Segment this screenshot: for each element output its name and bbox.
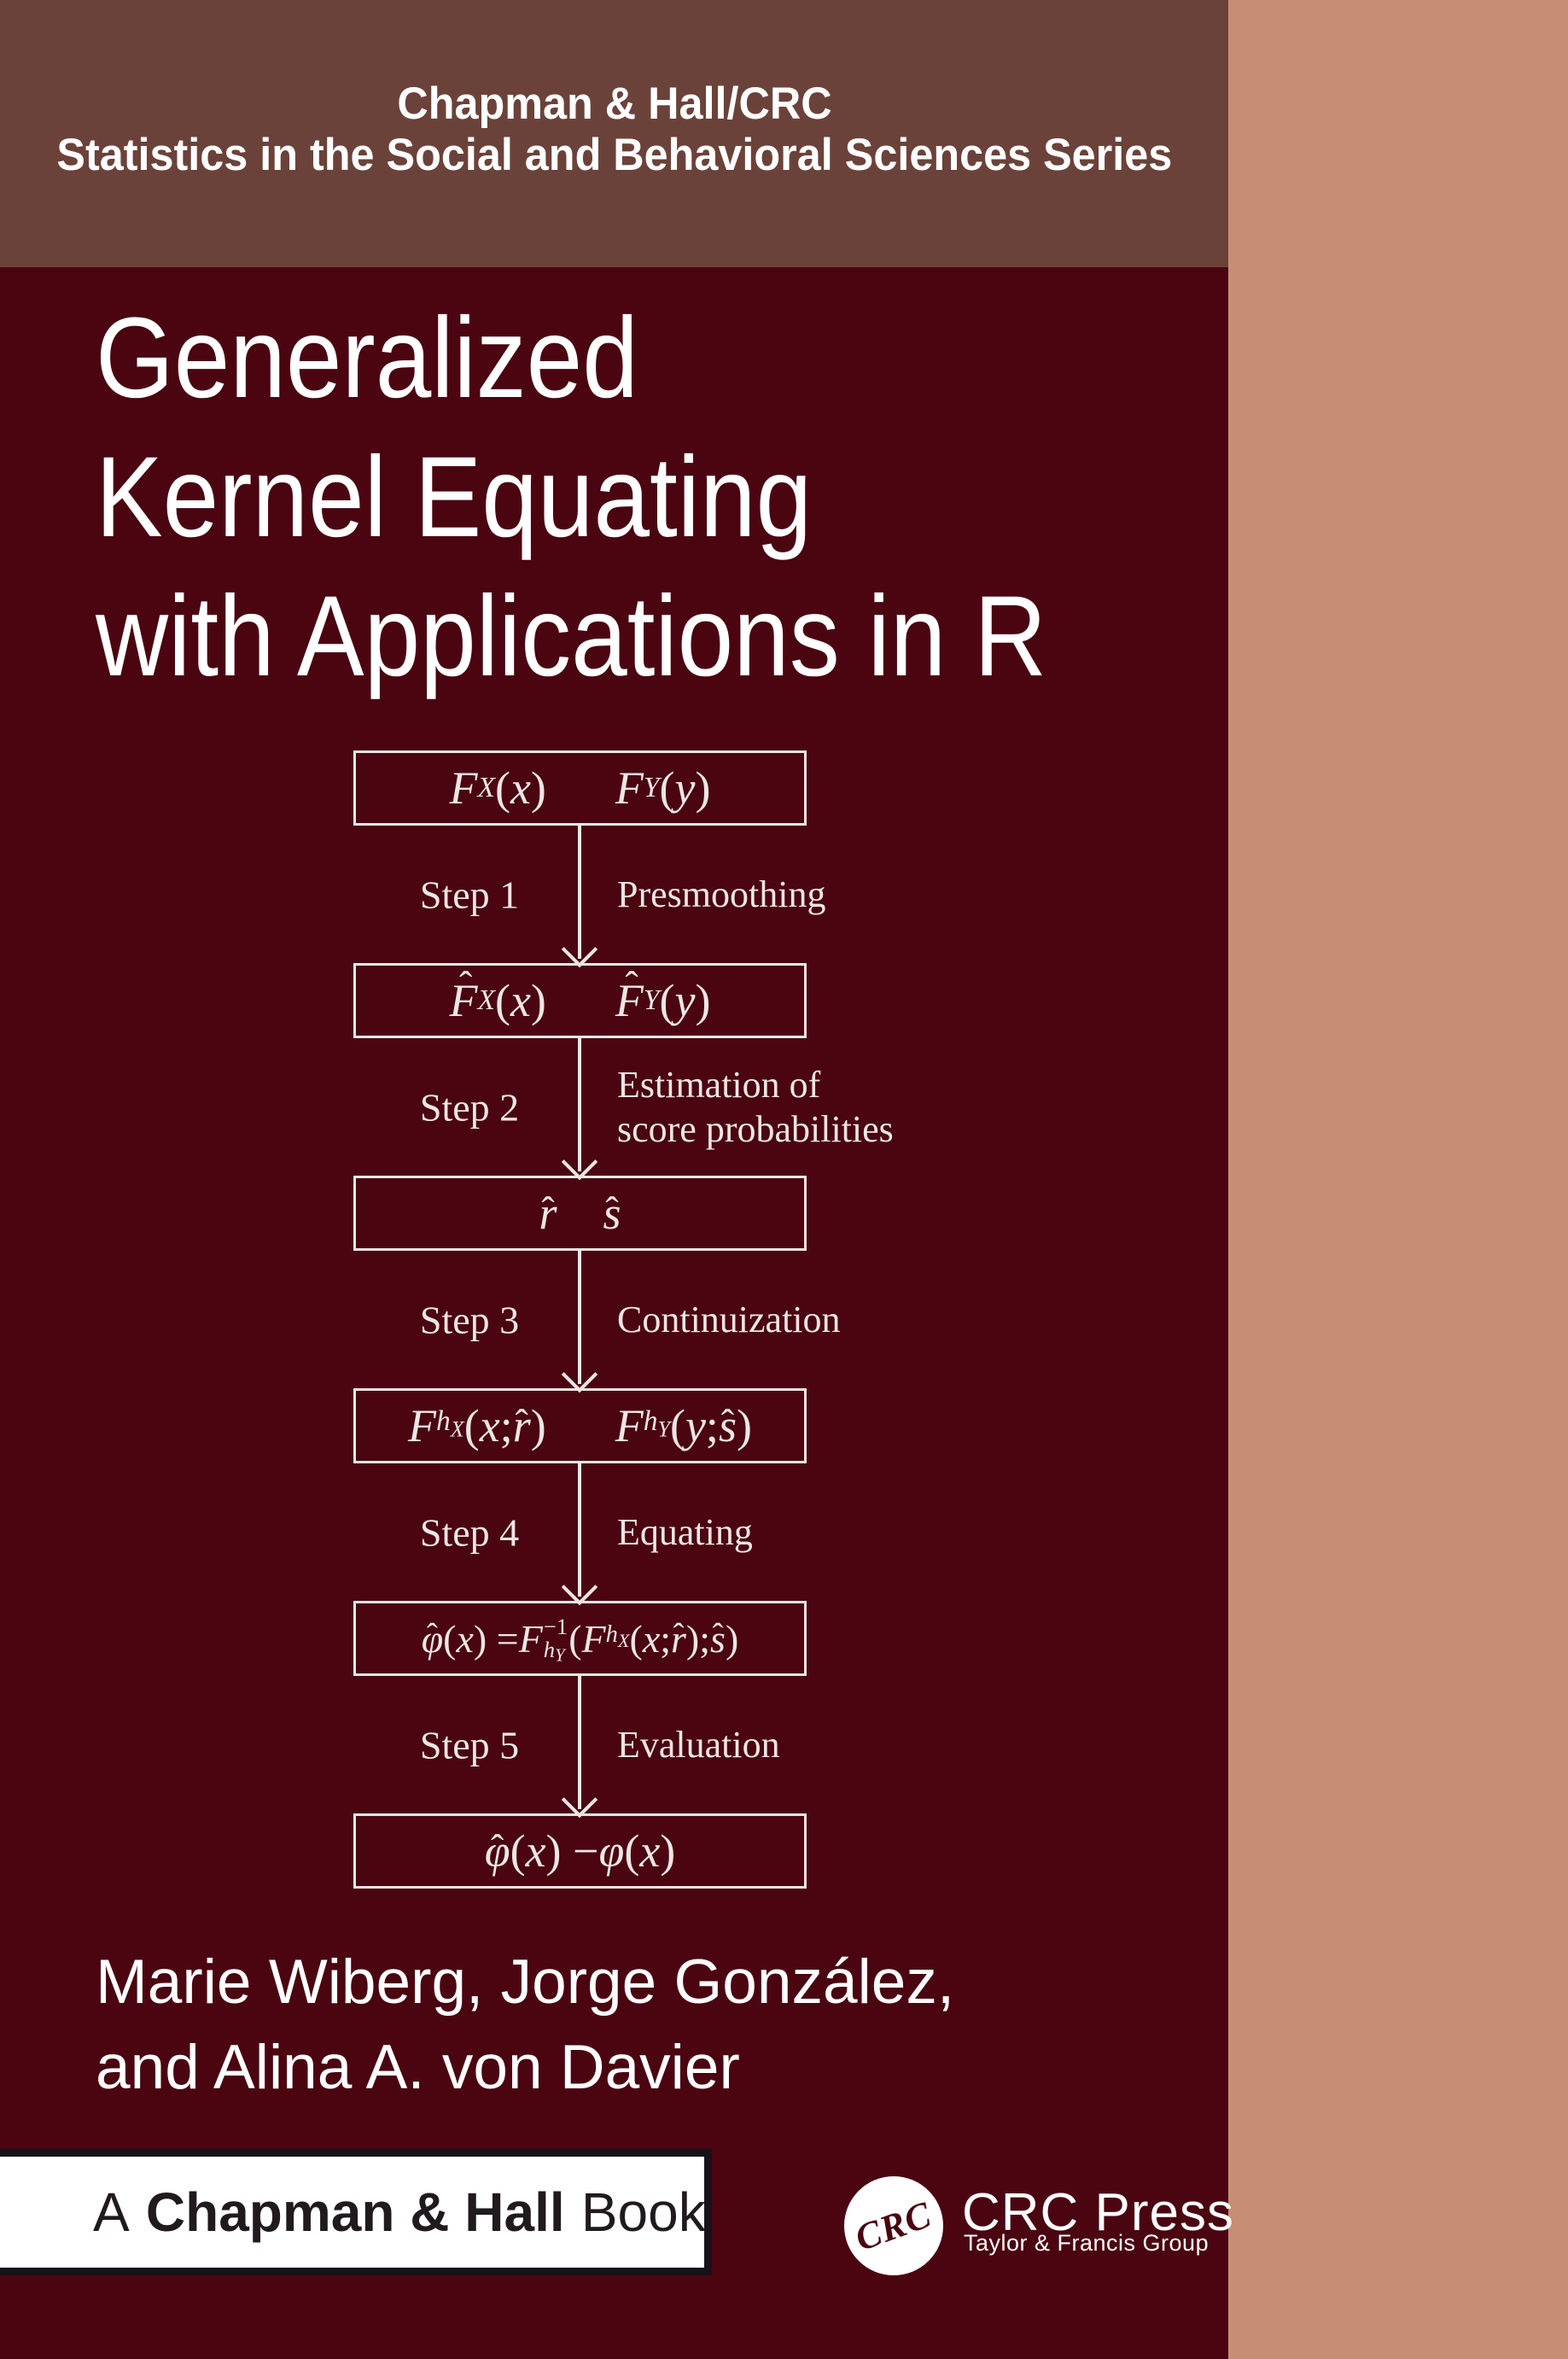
arrow-shaft: [578, 1251, 581, 1384]
title-line-1: Generalized: [96, 295, 638, 422]
series-band-series-name: Statistics in the Social and Behavioral …: [56, 130, 1172, 180]
arrow-shaft: [578, 826, 581, 959]
step-5-description: Evaluation: [617, 1723, 780, 1766]
book-credit-suffix: Book: [580, 2181, 706, 2243]
arrow-head: [561, 931, 598, 968]
series-band: Chapman & Hall/CRC Statistics in the Soc…: [0, 0, 1228, 267]
flow-step-row-3: Step 3 Continuization: [353, 1251, 917, 1393]
flow-box-score-probabilities: r s: [353, 1176, 807, 1251]
step-4-label: Step 4: [419, 1510, 520, 1554]
down-arrow-icon: [561, 1251, 598, 1393]
flow-box-equating-function: φ(x) = F−1hY(FhX(x; r); s): [353, 1601, 807, 1676]
arrow-head: [561, 1568, 598, 1606]
step-3-label: Step 3: [419, 1298, 520, 1341]
step-2-label: Step 2: [419, 1085, 520, 1129]
book-credit-brand: Chapman & Hall: [145, 2181, 565, 2243]
step-4-description: Equating: [617, 1510, 753, 1553]
arrow-shaft: [578, 1676, 581, 1809]
arrow-head: [561, 1143, 598, 1181]
arrow-head: [561, 1781, 598, 1819]
step-1-description: Presmoothing: [617, 873, 826, 915]
flow-box-continuized: FhX(x; r) FhY(y; s): [353, 1388, 807, 1463]
down-arrow-icon: [561, 1463, 598, 1606]
arrow-shaft: [578, 1463, 581, 1597]
step-5-label: Step 5: [419, 1723, 520, 1766]
crc-press-wordmark: CRC Press: [962, 2183, 1235, 2242]
title-line-2: Kernel Equating: [96, 434, 813, 561]
down-arrow-icon: [561, 1038, 598, 1181]
title-line-3: with Applications in R: [96, 573, 1047, 700]
step-3-description: Continuization: [617, 1298, 841, 1340]
crc-logo: CRC: [844, 2176, 943, 2275]
accent-side-strip: [1228, 0, 1568, 2359]
page-title: Generalized Kernel Equating with Applica…: [96, 289, 1176, 706]
chapman-hall-book-credit: A Chapman & Hall Book: [0, 2149, 712, 2275]
flow-step-row-4: Step 4 Equating: [353, 1463, 917, 1606]
flow-step-row-1: Step 1 Presmoothing: [353, 826, 917, 968]
flow-box-evaluation: φ(x) − φ(x): [353, 1813, 807, 1889]
book-credit-prefix: A: [93, 2181, 130, 2243]
arrow-head: [561, 1356, 598, 1393]
author-line-2: and Alina A. von Davier: [96, 2033, 740, 2102]
flow-step-row-5: Step 5 Evaluation: [353, 1676, 917, 1819]
flow-box-presmoothed: FX(x) FY(y): [353, 963, 807, 1038]
series-band-publisher: Chapman & Hall/CRC: [396, 79, 832, 129]
taylor-francis-tagline: Taylor & Francis Group: [964, 2230, 1210, 2256]
arrow-shaft: [578, 1038, 581, 1171]
step-1-label: Step 1: [419, 873, 520, 916]
down-arrow-icon: [561, 826, 598, 968]
author-line-1: Marie Wiberg, Jorge González,: [96, 1947, 955, 2017]
down-arrow-icon: [561, 1676, 598, 1819]
crc-logo-text: CRC: [849, 2193, 938, 2259]
authors: Marie Wiberg, Jorge González, and Alina …: [96, 1940, 954, 2111]
